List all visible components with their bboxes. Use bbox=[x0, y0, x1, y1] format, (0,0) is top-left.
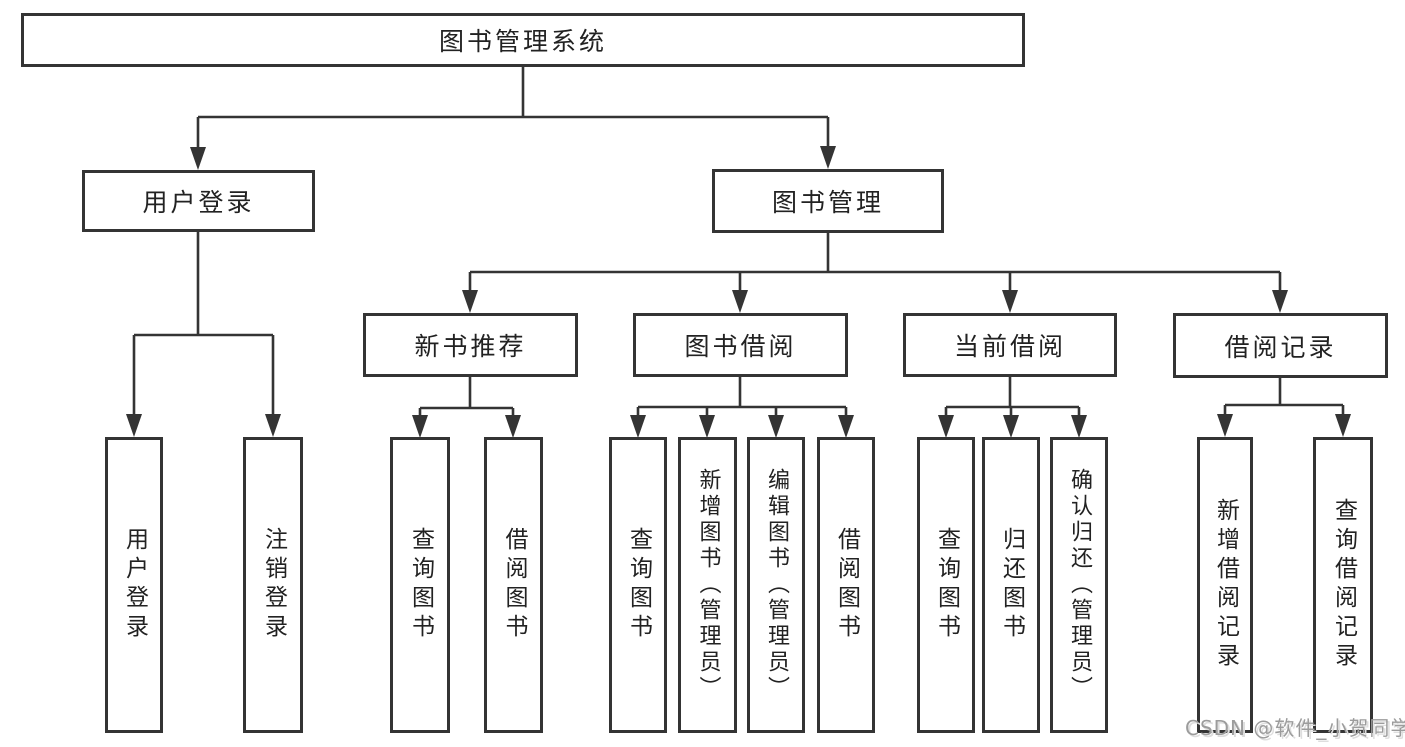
node-book-borrow: 图书借阅 bbox=[633, 313, 848, 377]
connector-login-to-leaves bbox=[126, 232, 281, 437]
leaf-query-books-rec: 查询图书 bbox=[390, 437, 450, 733]
leaf-return-books: 归还图书 bbox=[982, 437, 1040, 733]
leaf-edit-books-admin: 编辑图书（管理员） bbox=[747, 437, 805, 733]
connector-records-to-leaves bbox=[1217, 378, 1351, 437]
node-book-borrow-label: 图书借阅 bbox=[684, 332, 797, 361]
connector-current-to-leaves bbox=[938, 377, 1087, 438]
leaf-borrow-books-rec: 借阅图书 bbox=[484, 437, 543, 733]
node-book-management: 图书管理 bbox=[712, 169, 944, 233]
leaf-query-borrow-record: 查询借阅记录 bbox=[1313, 437, 1373, 733]
leaf-logout-label: 注销登录 bbox=[260, 527, 287, 643]
leaf-query-books-borrow: 查询图书 bbox=[609, 437, 667, 733]
node-user-login-label: 用户登录 bbox=[142, 188, 255, 217]
node-borrow-records: 借阅记录 bbox=[1173, 313, 1388, 378]
leaf-confirm-return-admin-label: 确认归还（管理员） bbox=[1067, 468, 1092, 702]
leaf-query-books-current: 查询图书 bbox=[917, 437, 975, 733]
node-user-login: 用户登录 bbox=[82, 170, 315, 232]
leaf-add-books-admin: 新增图书（管理员） bbox=[678, 437, 737, 733]
node-root: 图书管理系统 bbox=[21, 13, 1025, 67]
node-new-book-recommend-label: 新书推荐 bbox=[414, 332, 527, 361]
leaf-borrow-books-rec-label: 借阅图书 bbox=[501, 527, 527, 643]
node-new-book-recommend: 新书推荐 bbox=[363, 313, 578, 377]
csdn-watermark: CSDN @软件_小贺同学 bbox=[1185, 716, 1405, 740]
connector-root-to-level2 bbox=[190, 67, 836, 170]
leaf-add-books-admin-label: 新增图书（管理员） bbox=[695, 468, 721, 702]
connector-borrow-to-leaves bbox=[630, 377, 854, 438]
leaf-add-borrow-record: 新增借阅记录 bbox=[1197, 437, 1253, 733]
node-borrow-records-label: 借阅记录 bbox=[1224, 332, 1337, 362]
leaf-query-books-borrow-label: 查询图书 bbox=[625, 527, 652, 643]
leaf-return-books-label: 归还图书 bbox=[998, 527, 1025, 643]
leaf-query-borrow-record-label: 查询借阅记录 bbox=[1330, 498, 1357, 672]
connector-rec-to-leaves bbox=[412, 377, 521, 438]
leaf-user-login-label: 用户登录 bbox=[121, 527, 148, 643]
node-current-borrow: 当前借阅 bbox=[903, 313, 1117, 377]
leaf-query-books-rec-label: 查询图书 bbox=[407, 527, 434, 643]
node-root-label: 图书管理系统 bbox=[438, 27, 607, 56]
connector-mgmt-to-level3 bbox=[462, 233, 1288, 313]
leaf-logout: 注销登录 bbox=[243, 437, 303, 733]
leaf-add-borrow-record-label: 新增借阅记录 bbox=[1212, 498, 1239, 672]
leaf-confirm-return-admin: 确认归还（管理员） bbox=[1050, 437, 1108, 733]
node-current-borrow-label: 当前借阅 bbox=[953, 332, 1066, 361]
leaf-query-books-current-label: 查询图书 bbox=[933, 527, 960, 643]
leaf-borrow-books: 借阅图书 bbox=[817, 437, 875, 733]
leaf-edit-books-admin-label: 编辑图书（管理员） bbox=[764, 468, 789, 702]
leaf-user-login: 用户登录 bbox=[105, 437, 163, 733]
node-book-management-label: 图书管理 bbox=[771, 188, 884, 217]
leaf-borrow-books-label: 借阅图书 bbox=[833, 527, 860, 643]
